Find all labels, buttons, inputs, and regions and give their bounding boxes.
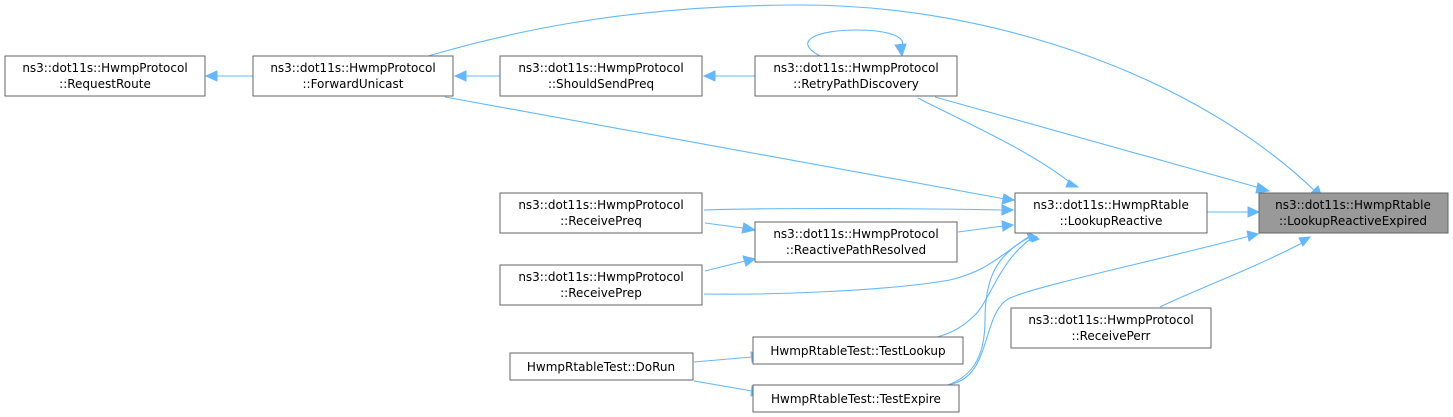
node-request-route-line1: ns3::dot11s::HwmpProtocol xyxy=(22,61,187,75)
node-receive-perr[interactable]: ns3::dot11s::HwmpProtocol ::ReceivePerr xyxy=(1010,307,1212,349)
edge-test-lookup-to-do-run xyxy=(693,351,764,363)
node-reactive-path-resolved[interactable]: ns3::dot11s::HwmpProtocol ::ReactivePath… xyxy=(754,221,958,263)
edge-forward-unicast-to-request-route xyxy=(204,70,253,82)
node-lookup-reactive-expired[interactable]: ns3::dot11s::HwmpRtable ::LookupReactive… xyxy=(1258,192,1449,234)
node-test-expire[interactable]: HwmpRtableTest::TestExpire xyxy=(752,384,960,413)
node-receive-prep-line2: ::ReceivePrep xyxy=(560,286,642,300)
graph-edges xyxy=(204,4,1323,397)
node-retry-path-discovery-line2: ::RetryPathDiscovery xyxy=(793,77,919,91)
edge-reactive-path-resolved-to-receive-prep xyxy=(704,255,757,272)
graph-nodes: ns3::dot11s::HwmpProtocol ::RequestRoute… xyxy=(4,55,1449,413)
node-reactive-path-resolved-line2: ::ReactivePathResolved xyxy=(786,243,926,257)
node-retry-path-discovery[interactable]: ns3::dot11s::HwmpProtocol ::RetryPathDis… xyxy=(754,55,958,97)
node-reactive-path-resolved-line1: ns3::dot11s::HwmpProtocol xyxy=(773,227,938,241)
node-should-send-preq[interactable]: ns3::dot11s::HwmpProtocol ::ShouldSendPr… xyxy=(499,55,703,97)
edge-lookup-reactive-expired-to-test-expire xyxy=(944,230,1260,387)
node-receive-preq-line2: ::ReceivePreq xyxy=(560,214,642,228)
node-receive-prep[interactable]: ns3::dot11s::HwmpProtocol ::ReceivePrep xyxy=(499,264,703,306)
edge-lookup-reactive-to-forward-unicast xyxy=(444,96,1016,205)
node-should-send-preq-line2: ::ShouldSendPreq xyxy=(548,77,654,91)
node-receive-prep-line1: ns3::dot11s::HwmpProtocol xyxy=(518,270,683,284)
edge-lookup-reactive-expired-to-retry-path-discovery xyxy=(934,96,1271,194)
edge-lookup-reactive-to-receive-preq xyxy=(703,204,1015,216)
node-request-route[interactable]: ns3::dot11s::HwmpProtocol ::RequestRoute xyxy=(4,55,206,97)
edge-lookup-reactive-to-retry-path-discovery xyxy=(917,97,1080,188)
node-receive-preq-line1: ns3::dot11s::HwmpProtocol xyxy=(518,198,683,212)
node-do-run-label: HwmpRtableTest::DoRun xyxy=(527,360,675,374)
node-request-route-line2: ::RequestRoute xyxy=(59,77,151,91)
node-test-lookup[interactable]: HwmpRtableTest::TestLookup xyxy=(752,336,964,365)
node-lookup-reactive-line2: ::LookupReactive xyxy=(1060,214,1163,228)
node-forward-unicast-line1: ns3::dot11s::HwmpProtocol xyxy=(270,61,435,75)
node-lookup-reactive-line1: ns3::dot11s::HwmpRtable xyxy=(1033,198,1189,212)
node-lookup-reactive-expired-line2: ::LookupReactiveExpired xyxy=(1279,214,1427,228)
edge-retry-path-discovery-self-loop xyxy=(807,29,907,58)
node-receive-preq[interactable]: ns3::dot11s::HwmpProtocol ::ReceivePreq xyxy=(499,192,703,234)
node-do-run[interactable]: HwmpRtableTest::DoRun xyxy=(509,352,694,381)
node-lookup-reactive-expired-line1: ns3::dot11s::HwmpRtable xyxy=(1275,198,1431,212)
node-receive-perr-line1: ns3::dot11s::HwmpProtocol xyxy=(1028,313,1193,327)
node-should-send-preq-line1: ns3::dot11s::HwmpProtocol xyxy=(518,61,683,75)
edge-lookup-reactive-to-reactive-path-resolved xyxy=(957,220,1015,233)
edge-retry-path-discovery-to-should-send-preq xyxy=(702,70,755,82)
edge-lookup-reactive-expired-to-receive-perr xyxy=(1159,236,1312,308)
node-test-lookup-label: HwmpRtableTest::TestLookup xyxy=(770,344,945,358)
edge-reactive-path-resolved-to-receive-preq xyxy=(704,222,757,234)
node-forward-unicast-line2: ::ForwardUnicast xyxy=(303,77,404,91)
node-receive-perr-line2: ::ReceivePerr xyxy=(1072,329,1151,343)
edge-lookup-reactive-expired-to-lookup-reactive xyxy=(1207,206,1261,218)
edge-should-send-preq-to-forward-unicast xyxy=(453,70,500,82)
edge-lookup-reactive-to-test-expire xyxy=(944,231,1039,387)
node-forward-unicast[interactable]: ns3::dot11s::HwmpProtocol ::ForwardUnica… xyxy=(252,55,454,97)
node-lookup-reactive[interactable]: ns3::dot11s::HwmpRtable ::LookupReactive xyxy=(1014,192,1208,234)
node-test-expire-label: HwmpRtableTest::TestExpire xyxy=(771,392,941,406)
node-retry-path-discovery-line1: ns3::dot11s::HwmpProtocol xyxy=(773,61,938,75)
